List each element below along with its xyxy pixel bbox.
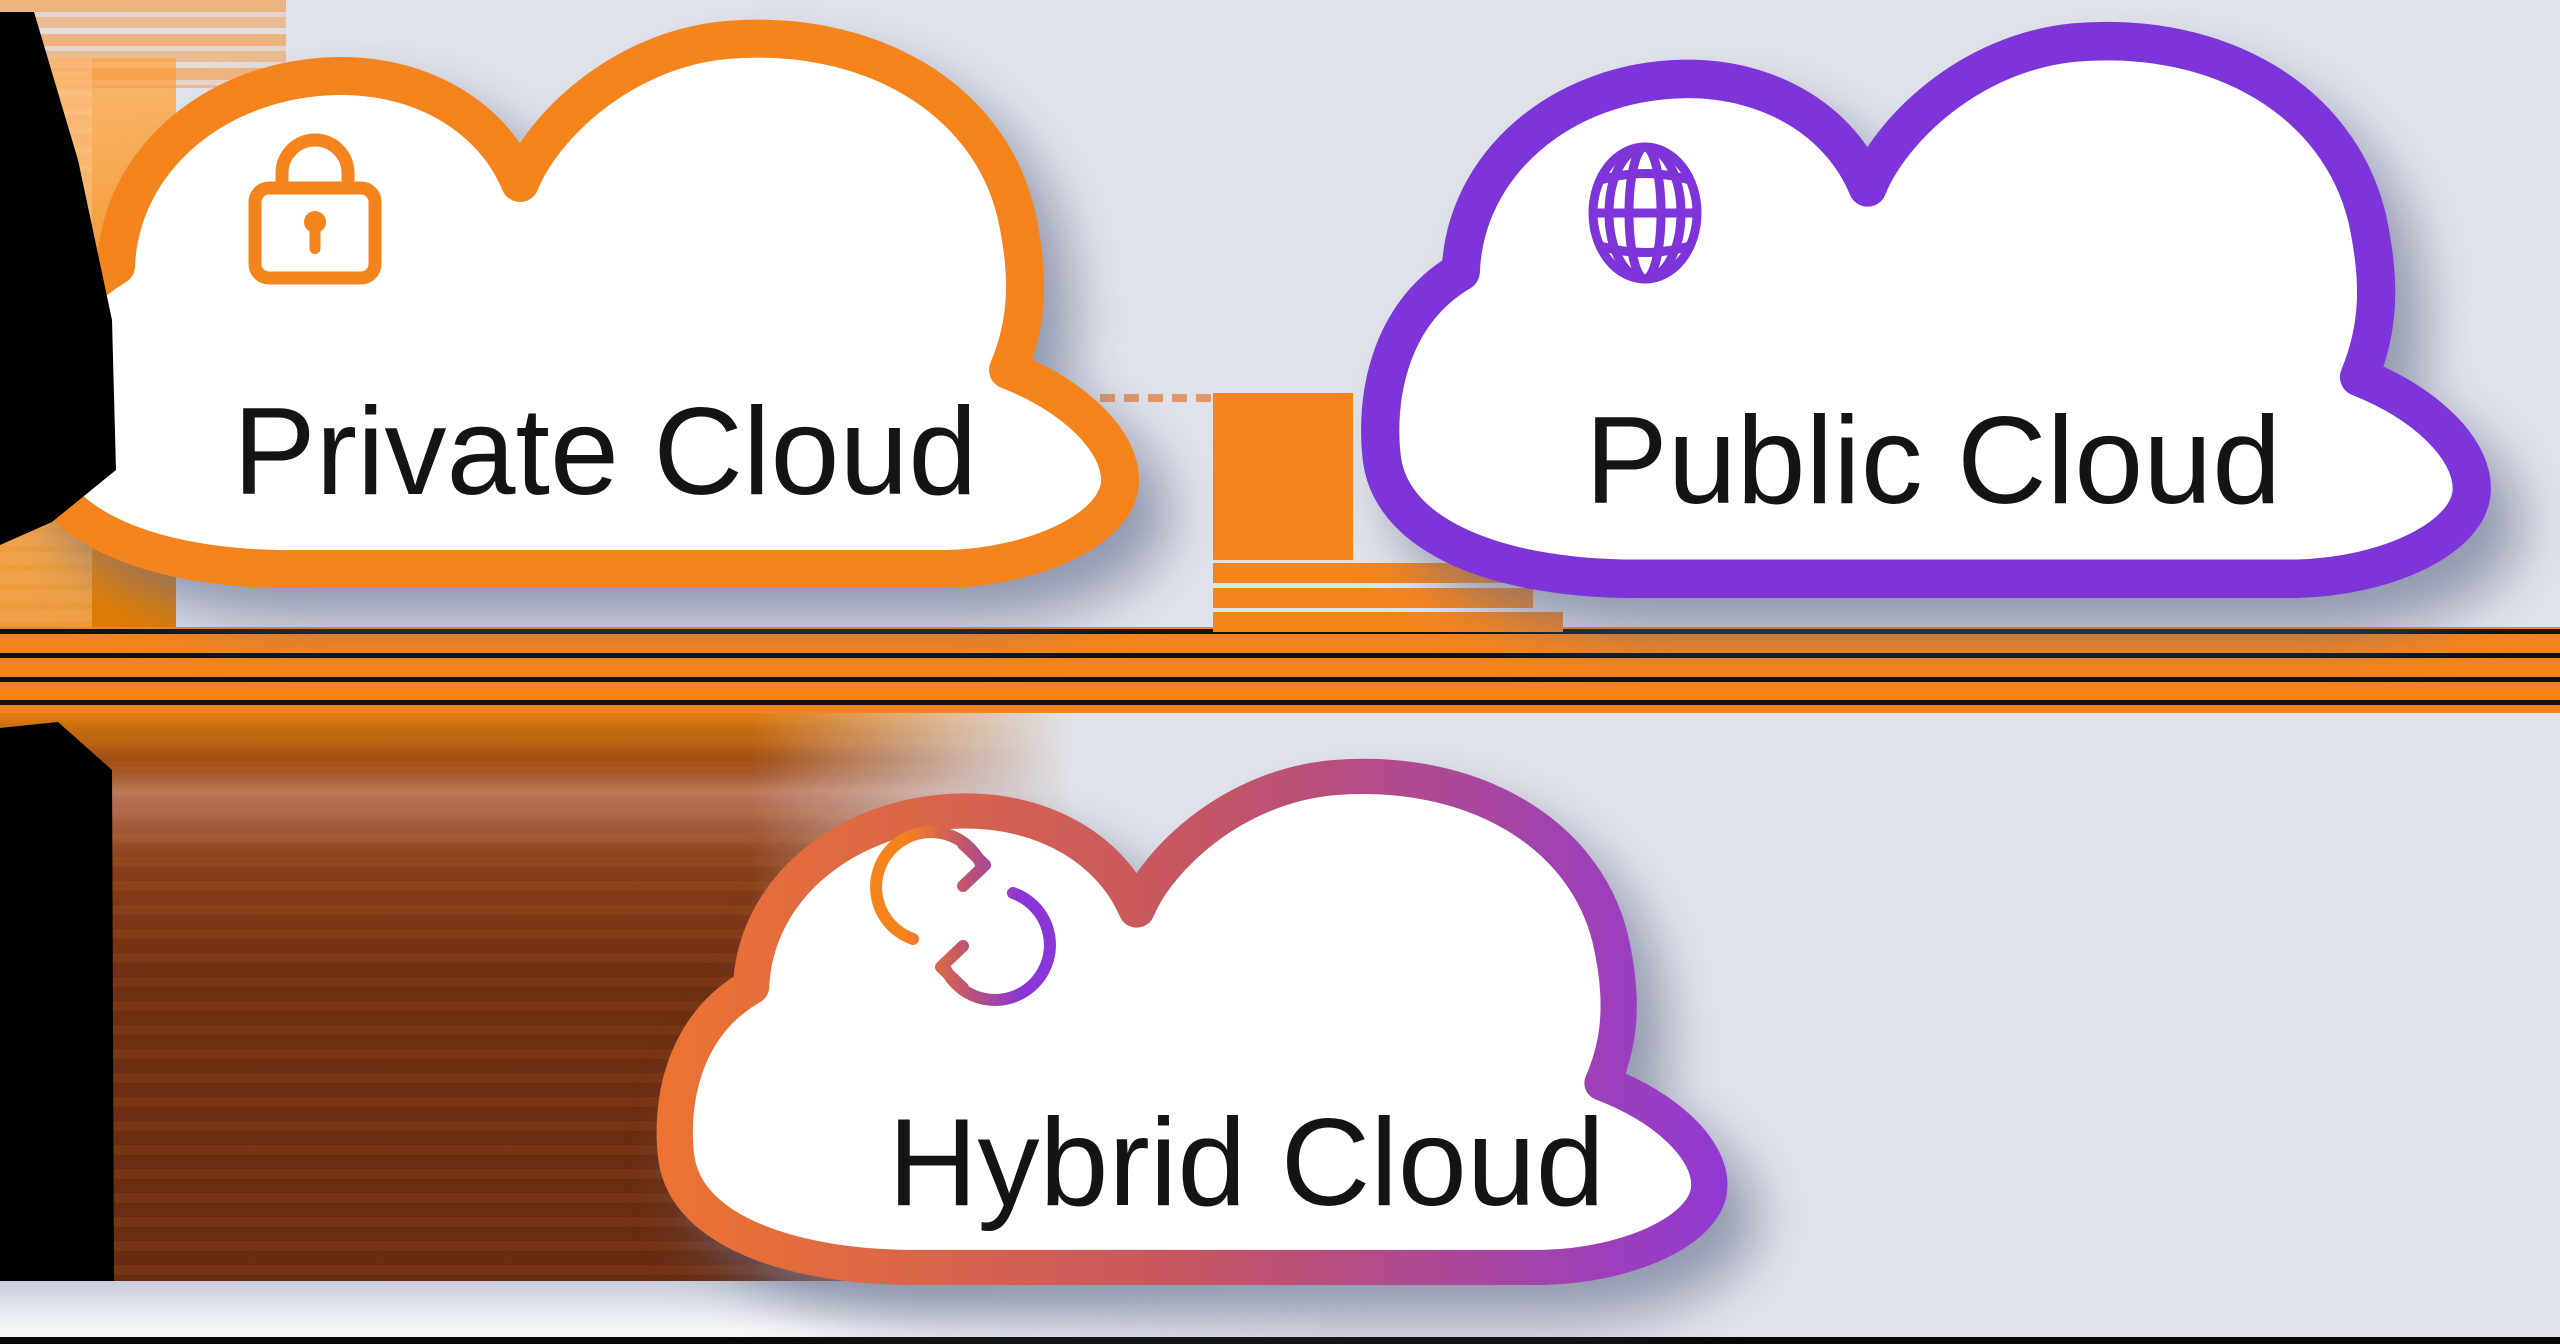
sync-icon bbox=[870, 826, 1056, 1006]
bottom-strip-sheen bbox=[0, 1281, 1450, 1337]
band-line bbox=[0, 653, 2560, 658]
left-black-column bbox=[0, 722, 114, 1281]
connector-step bbox=[1213, 588, 1533, 608]
vertical-connector-bar bbox=[1213, 393, 1353, 560]
hybrid-cloud-label: Hybrid Cloud bbox=[888, 1094, 1605, 1232]
connector-step bbox=[1213, 612, 1563, 632]
lock-icon bbox=[248, 133, 382, 285]
band-line bbox=[0, 677, 2560, 682]
band-line bbox=[0, 700, 2560, 705]
orange-band bbox=[0, 627, 2560, 713]
connector-step bbox=[1213, 563, 1503, 583]
public-cloud-label: Public Cloud bbox=[1585, 392, 2282, 530]
globe-icon bbox=[1588, 142, 1702, 284]
bottom-base-line bbox=[0, 1337, 2560, 1344]
private-cloud-label: Private Cloud bbox=[233, 383, 978, 521]
dashed-connector bbox=[1100, 394, 1212, 402]
bottom-strip bbox=[0, 1281, 2560, 1337]
